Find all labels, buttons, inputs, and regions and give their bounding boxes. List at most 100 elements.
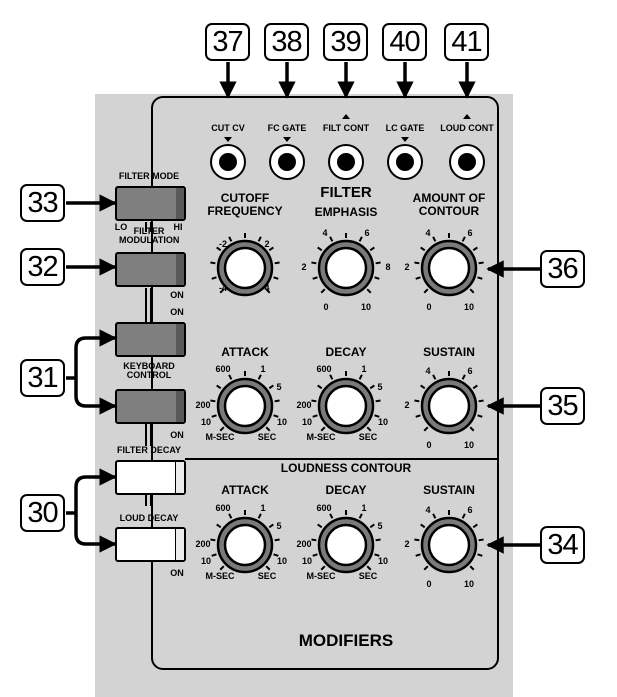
knob-tick bbox=[329, 374, 334, 380]
knob-cap bbox=[324, 384, 368, 428]
jack-loud-cont[interactable] bbox=[449, 144, 485, 180]
knob-tick bbox=[274, 399, 280, 403]
keyboard-control-switch-2[interactable] bbox=[115, 389, 186, 424]
knob-tick bbox=[415, 276, 421, 280]
jack-cut-cv[interactable] bbox=[210, 144, 246, 180]
filter-mode-switch[interactable] bbox=[115, 186, 186, 221]
knob-tick bbox=[478, 399, 484, 403]
filter-decay-switch[interactable] bbox=[115, 460, 186, 495]
callout-33: 33 bbox=[20, 184, 65, 222]
bracket-31 bbox=[66, 336, 112, 408]
knob-scale-label: 600 bbox=[316, 503, 332, 513]
filter-decay-label: FILTER DECAY bbox=[116, 445, 182, 455]
callout-39: 39 bbox=[323, 23, 368, 61]
knob-tick bbox=[210, 399, 216, 403]
knob-cap bbox=[427, 523, 471, 567]
bracket-30 bbox=[66, 475, 112, 546]
knob-tick bbox=[469, 288, 475, 294]
knob-scale-label: 8 bbox=[385, 262, 391, 272]
knob-scale-label: 1 bbox=[361, 503, 367, 513]
knob-tick bbox=[329, 236, 334, 242]
callout-35: 35 bbox=[540, 387, 585, 425]
knob-scale-label: 10 bbox=[377, 417, 389, 427]
knob-scale-label: 600 bbox=[316, 364, 332, 374]
knob-tick bbox=[329, 513, 334, 519]
filter-attack-knob[interactable] bbox=[210, 371, 280, 435]
knob-tick bbox=[358, 513, 363, 519]
loudness-decay-knob[interactable] bbox=[311, 510, 381, 574]
keyboard-control-label: KEYBOARD CONTROL bbox=[123, 361, 175, 381]
knob-cap bbox=[427, 384, 471, 428]
jack-label-filt-cont: FILT CONT bbox=[322, 123, 370, 133]
keyboard-control-1-on: ON bbox=[170, 307, 184, 317]
filter-mode-label: FILTER MODE bbox=[118, 171, 180, 181]
knob-tick bbox=[374, 276, 380, 280]
knob-tick bbox=[423, 288, 429, 294]
knob-scale-label: 4 bbox=[425, 228, 431, 238]
loudness-sustain-knob[interactable] bbox=[414, 510, 484, 574]
knob-tick bbox=[477, 553, 483, 557]
filter-sustain-knob[interactable] bbox=[414, 371, 484, 435]
knob-tick bbox=[311, 538, 317, 542]
knob-tick bbox=[420, 246, 426, 252]
jack-fc-gate[interactable] bbox=[269, 144, 305, 180]
cutoff-frequency-knob[interactable] bbox=[210, 233, 280, 297]
jack-lc-gate[interactable] bbox=[387, 144, 423, 180]
knob-scale-label: M-SEC bbox=[205, 571, 235, 581]
knob-tick bbox=[211, 414, 217, 418]
cutoff-frequency-label: CUTOFF FREQUENCY bbox=[207, 191, 283, 218]
knob-scale-label: SEC bbox=[257, 432, 277, 442]
knob-scale-label: 0 bbox=[426, 440, 432, 450]
loud-decay-on: ON bbox=[170, 568, 184, 578]
knob-tick bbox=[432, 374, 437, 380]
jack-label-lc-gate: LC GATE bbox=[385, 123, 425, 133]
knob-scale-label: 600 bbox=[215, 503, 231, 513]
knob-tick bbox=[312, 553, 318, 557]
knob-scale-label: 0 bbox=[426, 302, 432, 312]
filter-title: FILTER bbox=[320, 184, 372, 201]
loudness-attack-knob[interactable] bbox=[210, 510, 280, 574]
knob-tick bbox=[219, 426, 225, 432]
knob-group bbox=[210, 233, 484, 574]
knob-scale-label: 6 bbox=[467, 366, 473, 376]
knob-cap bbox=[223, 523, 267, 567]
knob-scale-label: 5 bbox=[377, 382, 383, 392]
knob-tick bbox=[414, 538, 420, 542]
knob-scale-label: 6 bbox=[467, 505, 473, 515]
filter-modulation-switch[interactable] bbox=[115, 252, 186, 287]
filter-decay-knob[interactable] bbox=[311, 371, 381, 435]
knob-tick bbox=[273, 553, 279, 557]
knob-tick bbox=[228, 374, 233, 380]
callout-38: 38 bbox=[264, 23, 309, 61]
loud-decay-switch[interactable] bbox=[115, 527, 186, 562]
keyboard-control-switch-1[interactable] bbox=[115, 322, 186, 357]
jack-filt-cont[interactable] bbox=[328, 144, 364, 180]
knob-tick bbox=[374, 414, 380, 418]
knob-tick bbox=[478, 538, 484, 542]
knob-tick bbox=[432, 236, 437, 242]
knob-tick bbox=[211, 276, 217, 280]
callout-31: 31 bbox=[20, 359, 65, 397]
knob-scale-label: 2 bbox=[264, 239, 270, 249]
callout-36: 36 bbox=[540, 250, 585, 288]
callout-41: 41 bbox=[444, 23, 489, 61]
knob-scale-label: SEC bbox=[358, 571, 378, 581]
knob-scale-label: 2 bbox=[404, 262, 410, 272]
amount-of-contour-knob[interactable] bbox=[414, 233, 484, 297]
knob-scale-label: 6 bbox=[467, 228, 473, 238]
knob-tick bbox=[472, 246, 478, 252]
knob-scale-label: 4 bbox=[425, 366, 431, 376]
knob-cap bbox=[427, 246, 471, 290]
knob-tick bbox=[423, 426, 429, 432]
knob-tick bbox=[320, 426, 326, 432]
knob-scale-label: M-SEC bbox=[306, 432, 336, 442]
knob-scale-label: 2 bbox=[301, 262, 307, 272]
knob-tick bbox=[257, 374, 262, 380]
emphasis-knob[interactable] bbox=[311, 233, 381, 297]
filter-sustain-label: SUSTAIN bbox=[423, 345, 475, 359]
knob-scale-label: 6 bbox=[364, 228, 370, 238]
knob-scale-label: 10 bbox=[360, 302, 372, 312]
knob-tick bbox=[216, 246, 222, 252]
callout-30: 30 bbox=[20, 494, 65, 532]
knob-scale-label: M-SEC bbox=[306, 571, 336, 581]
